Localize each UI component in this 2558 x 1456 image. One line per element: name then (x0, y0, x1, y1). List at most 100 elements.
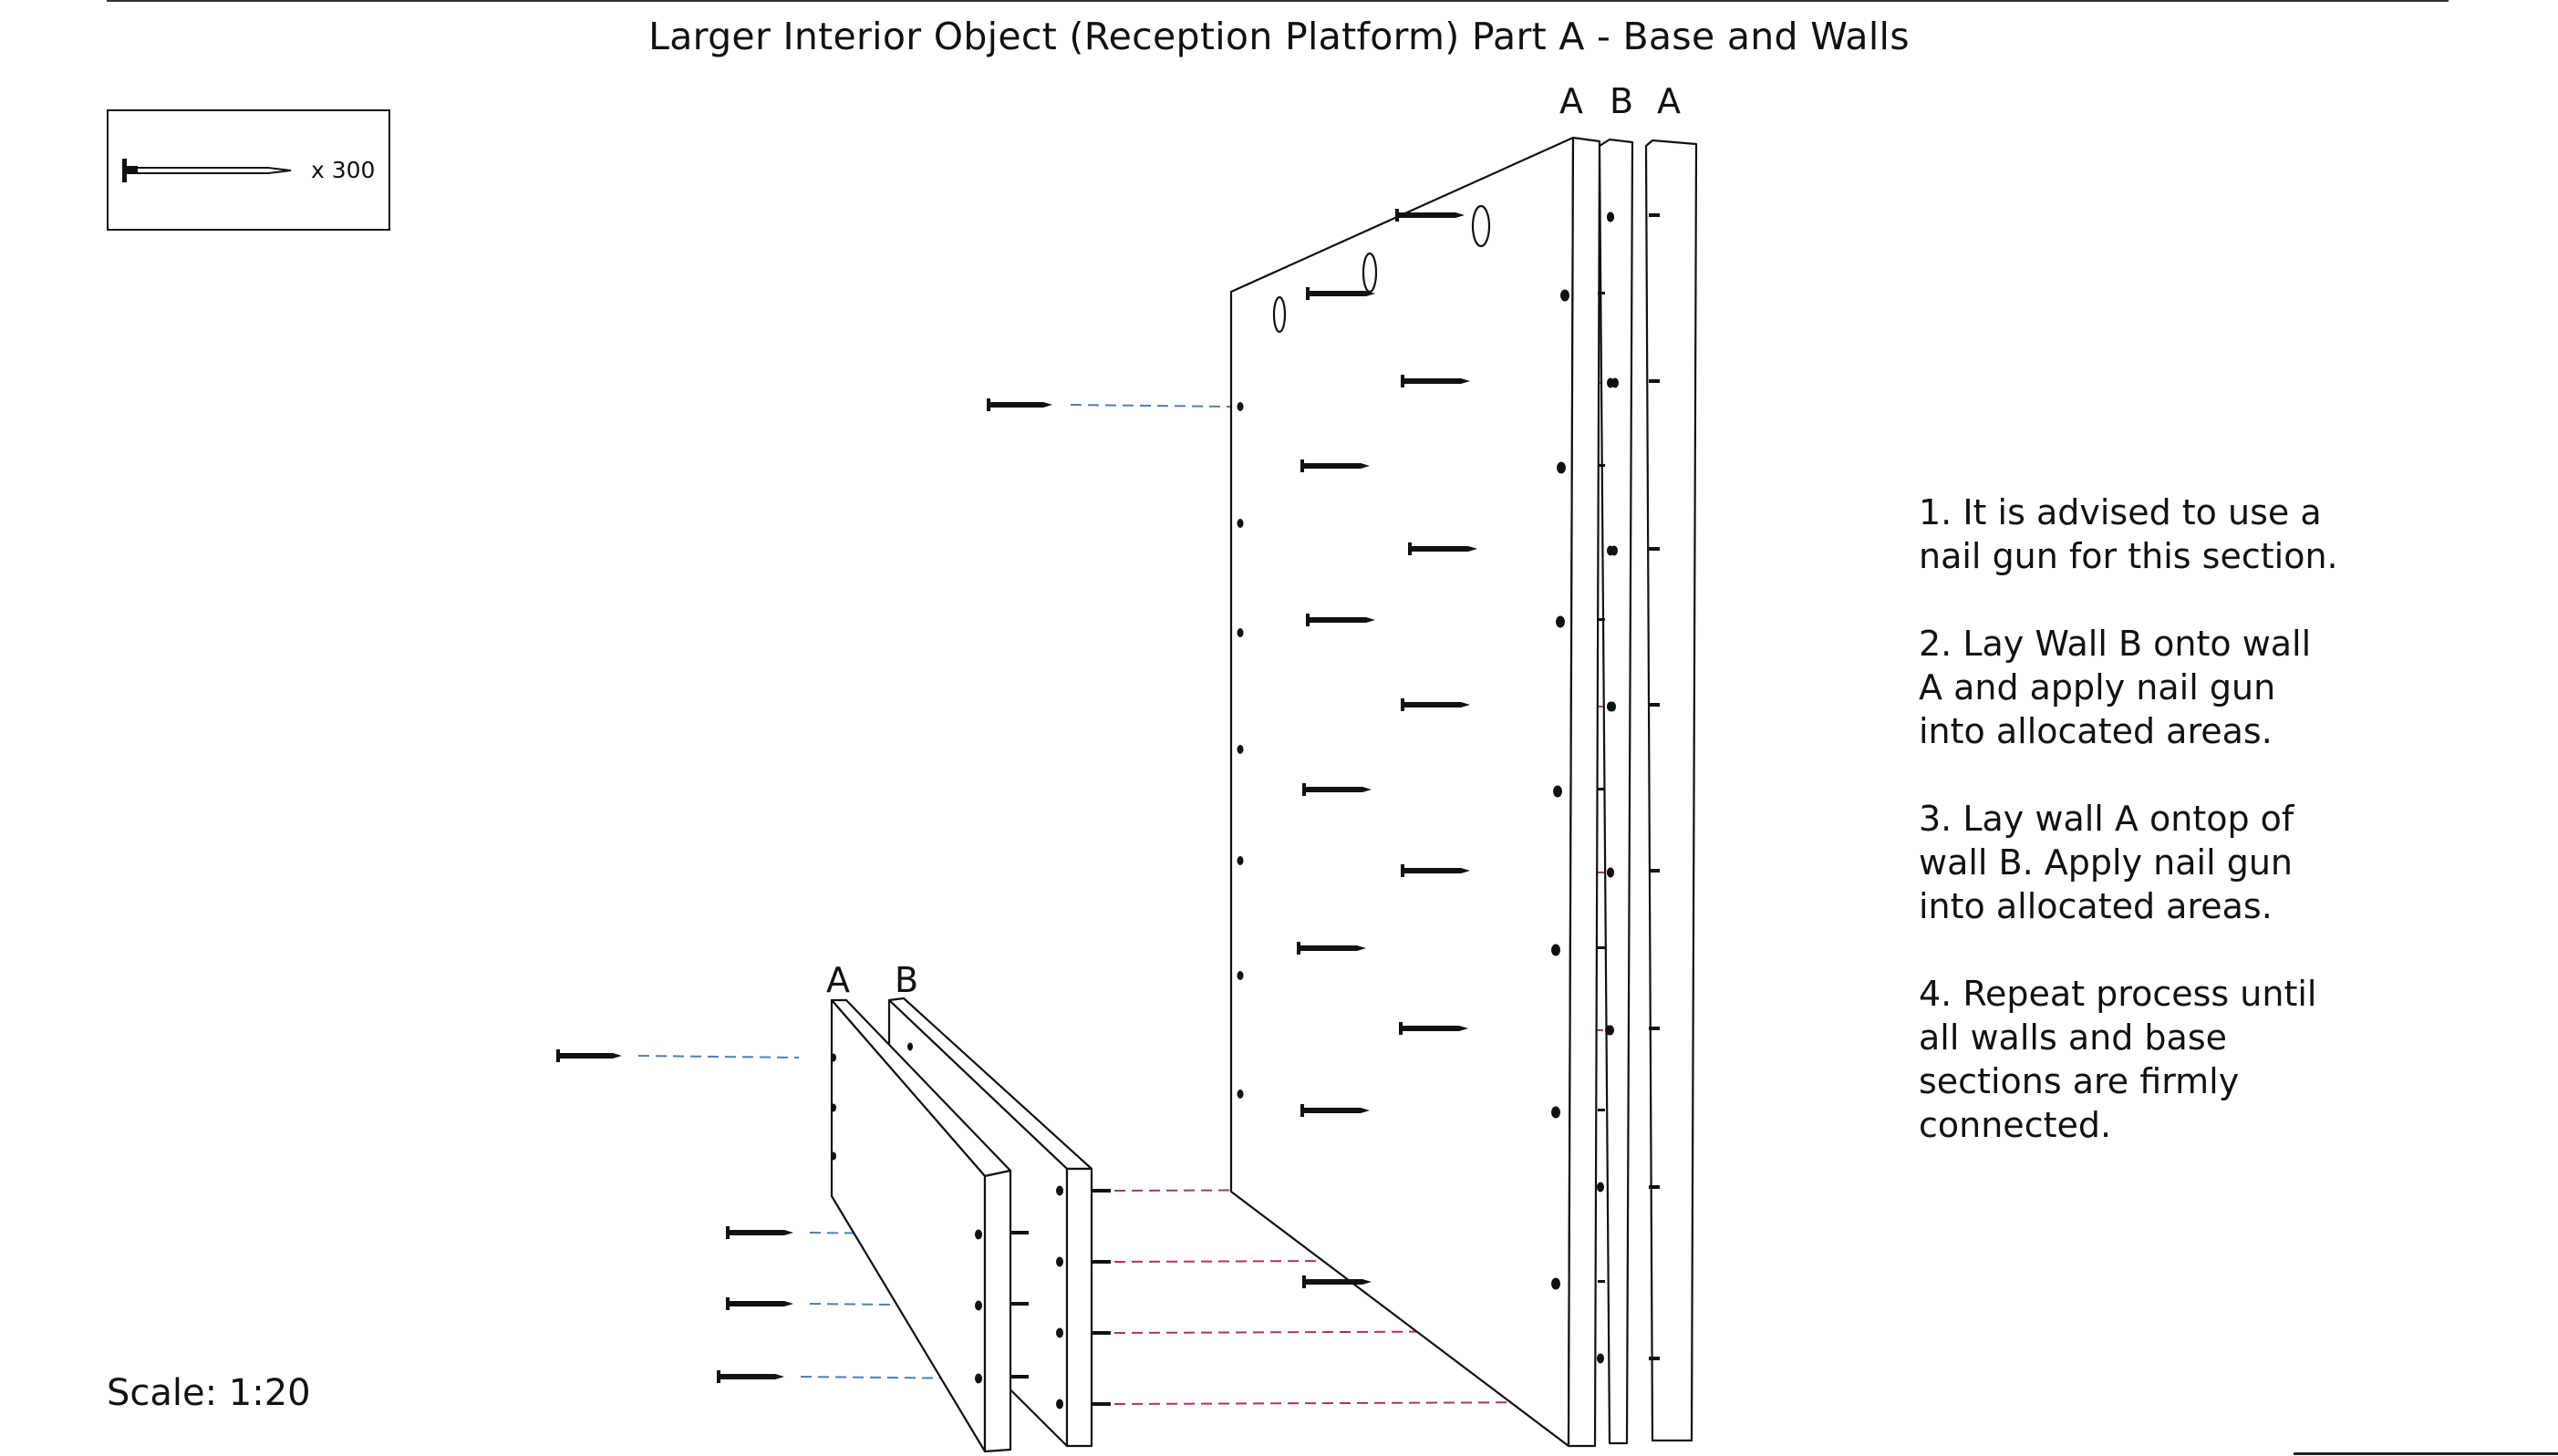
instruction-step-4: 4. Repeat process until all walls and ba… (1919, 974, 2317, 1145)
nail-stub-b-511 (1598, 464, 1605, 467)
top-border-line (107, 0, 2449, 2)
nail-hole-30 (831, 1103, 836, 1112)
nail-stub-b-front-1462 (1093, 1331, 1111, 1335)
nail-stub-955 (1649, 869, 1660, 873)
nail-6 (1306, 614, 1375, 626)
nail-stub-front-1352 (1010, 1231, 1029, 1234)
guide-line-15 (637, 1055, 800, 1058)
nail-hole-32 (975, 1229, 982, 1240)
nail-hole-34 (975, 1373, 982, 1384)
nail-10 (1297, 942, 1366, 955)
parts-legend: x 300 (107, 109, 390, 231)
nail-hole-29 (831, 1053, 836, 1062)
nail-hole-20 (1237, 402, 1244, 411)
nail-stub-b-1218 (1598, 1109, 1605, 1111)
nail-stub-b-680 (1598, 618, 1605, 621)
nail-14 (987, 398, 1052, 411)
instruction-step-1: 1. It is advised to use a nail gun for t… (1919, 492, 2338, 576)
nail-1 (1395, 209, 1465, 222)
nail-hole-25 (1237, 971, 1244, 980)
front-base-b-edge (1065, 1167, 1093, 1448)
nail-stub-front-1510 (1010, 1375, 1029, 1379)
guide-line-14 (1070, 404, 1232, 408)
nail-stub-1302 (1649, 1185, 1660, 1189)
nail-4 (1300, 460, 1370, 472)
nail-hole-17 (1607, 1025, 1614, 1036)
nail-stub-236 (1649, 213, 1660, 217)
nail-hole-37 (1056, 1327, 1063, 1338)
back-wall-hole-2 (1362, 252, 1378, 294)
wall-label-front-b: B (895, 960, 918, 1000)
guide-line-17 (809, 1303, 977, 1306)
nail-stub-b-1406 (1598, 1280, 1605, 1283)
back-wall-hole-1 (1471, 204, 1491, 248)
assembly-instructions: 1. It is advised to use a nail gun for t… (1919, 490, 2429, 1147)
back-wall-a-rear (1644, 139, 1698, 1442)
page-title: Larger Interior Object (Reception Platfo… (648, 15, 1910, 58)
nail-hole-3 (1560, 289, 1569, 302)
nail-hole-24 (1237, 856, 1244, 865)
nail-5 (1408, 542, 1477, 555)
nail-hole-36 (1056, 1256, 1063, 1267)
back-wall-hole-3 (1272, 295, 1287, 334)
nail-hole-33 (975, 1300, 982, 1311)
front-base-a-edge (983, 1169, 1012, 1453)
nail-stub-b-front-1306 (1093, 1189, 1111, 1193)
nail-16 (726, 1226, 793, 1239)
scale-label: Scale: 1:20 (107, 1372, 311, 1414)
nail-stub-b-front-1384 (1093, 1260, 1111, 1264)
nail-hole-2 (1607, 212, 1614, 222)
nail-hole-39 (907, 1042, 913, 1051)
nail-hole-35 (1056, 1185, 1063, 1196)
nail-hole-5 (1607, 377, 1614, 388)
nail-quantity: x 300 (311, 157, 376, 183)
nail-hole-38 (1056, 1399, 1063, 1410)
nail-15 (556, 1049, 622, 1062)
nail-11 (1399, 1022, 1468, 1035)
nail-hole-8 (1607, 545, 1614, 556)
nail-hole-26 (1237, 1089, 1244, 1099)
nail-hole-14 (1607, 867, 1614, 878)
nail-hole-28 (1597, 1353, 1604, 1364)
nail-stub-b-1040 (1598, 946, 1605, 949)
nail-hole-15 (1551, 944, 1560, 956)
nail-stub-1128 (1649, 1027, 1660, 1030)
bottom-border-line (2294, 1452, 2558, 1455)
nail-stub-602 (1649, 547, 1660, 551)
nail-hole-19 (1551, 1277, 1560, 1290)
back-wall-a-edge (1567, 136, 1601, 1448)
nail-stub-front-1430 (1010, 1302, 1029, 1306)
nail-2 (1306, 287, 1375, 300)
nail-hole-31 (831, 1151, 836, 1161)
back-wall-b (1598, 138, 1634, 1445)
guide-line-16 (809, 1232, 977, 1235)
nail-stub-418 (1649, 379, 1660, 383)
nail-stub-b-front-1540 (1093, 1402, 1111, 1406)
instruction-step-3: 3. Lay wall A ontop of wall B. Apply nai… (1919, 799, 2294, 926)
nail-hole-9 (1556, 615, 1565, 628)
nail-hole-23 (1237, 745, 1244, 754)
nail-13 (1302, 1275, 1372, 1288)
nail-12 (1300, 1104, 1370, 1117)
nail-stub-b-322 (1598, 292, 1605, 294)
nail-3 (1401, 375, 1470, 387)
nail-hole-11 (1607, 701, 1614, 712)
nail-hole-18 (1551, 1106, 1560, 1119)
nail-stub-1490 (1649, 1357, 1660, 1360)
nail-stub-773 (1649, 703, 1660, 707)
instruction-step-2: 2. Lay Wall B onto wall A and apply nail… (1919, 624, 2312, 751)
wall-label-back-b: B (1610, 81, 1633, 121)
nail-hole-27 (1597, 1182, 1604, 1193)
nail-17 (726, 1297, 793, 1310)
nail-hole-12 (1553, 785, 1562, 798)
nail-hole-21 (1237, 519, 1244, 528)
wall-label-front-a: A (826, 960, 850, 1000)
nail-hole-22 (1237, 628, 1244, 637)
nail-hole-6 (1557, 461, 1566, 474)
nail-8 (1302, 783, 1372, 796)
nail-icon (122, 159, 292, 182)
nail-7 (1401, 698, 1470, 711)
nail-stub-b-866 (1598, 788, 1605, 790)
